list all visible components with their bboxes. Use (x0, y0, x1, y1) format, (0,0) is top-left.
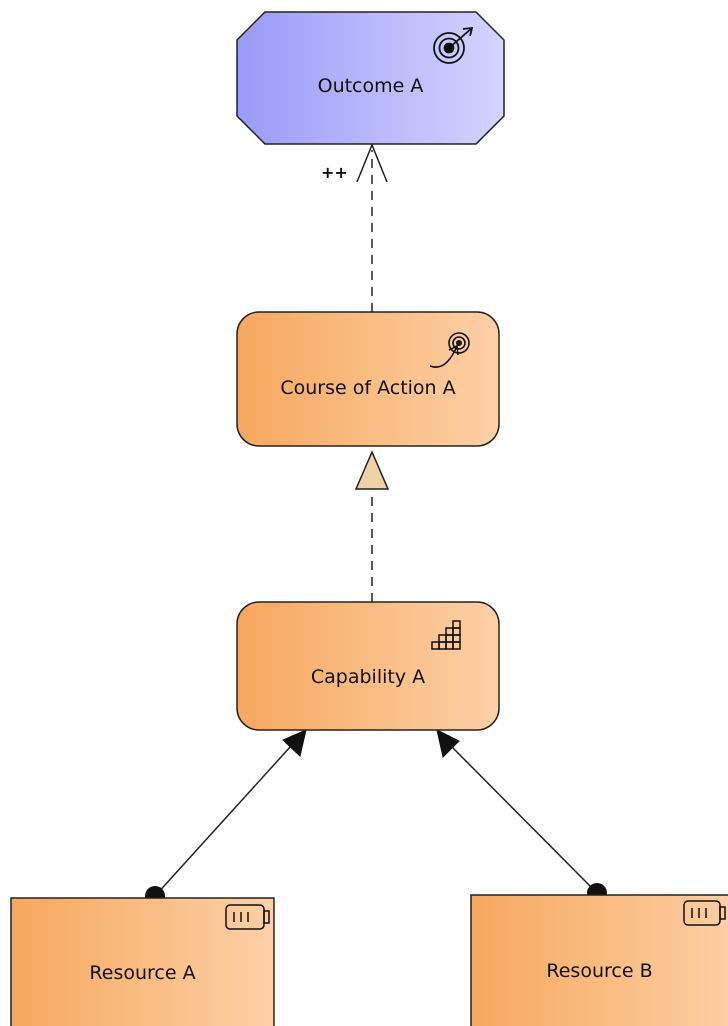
assignment-connector-a[interactable] (145, 729, 307, 906)
assignment-connector-b[interactable] (436, 729, 607, 903)
realization-connector[interactable] (354, 450, 390, 602)
influence-connector[interactable] (356, 143, 388, 312)
resource-b-label: Resource B (546, 960, 653, 982)
outcome-label: Outcome A (317, 75, 424, 97)
resource-icon (225, 904, 270, 930)
outcome-element[interactable] (236, 11, 505, 145)
resource-icon (683, 900, 726, 926)
capability-element[interactable] (236, 601, 500, 731)
capability-icon (431, 620, 461, 650)
influence-label: ++ (321, 163, 348, 182)
course-of-action-element[interactable] (236, 311, 500, 447)
resource-a-element[interactable] (10, 897, 275, 1026)
resource-b-element[interactable] (470, 894, 728, 1026)
course-of-action-icon (429, 332, 470, 368)
resource-a-label: Resource A (89, 962, 196, 984)
target-icon (433, 26, 474, 64)
course-of-action-label: Course of Action A (280, 377, 456, 399)
capability-label: Capability A (310, 666, 426, 688)
